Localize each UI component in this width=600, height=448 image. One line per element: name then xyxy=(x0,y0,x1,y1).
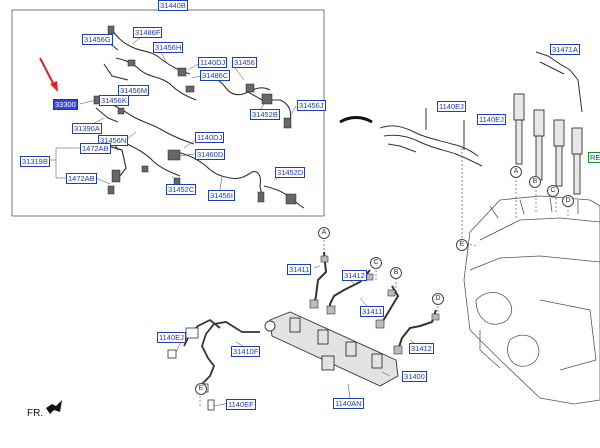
part-label-31456J[interactable]: 31456J xyxy=(297,100,326,111)
part-label-1140AN[interactable]: 1140AN xyxy=(333,398,364,409)
part-label-31400[interactable]: 31400 xyxy=(402,371,427,382)
part-label-31456K[interactable]: 31456K xyxy=(99,95,129,106)
part-label-33300-selected[interactable]: 33300 xyxy=(53,99,78,110)
circle-ref-b-low: B xyxy=(390,267,402,279)
part-label-31456N[interactable]: 31456N xyxy=(98,135,129,146)
part-label-1140EJ-low[interactable]: 1140EJ xyxy=(157,332,186,343)
harness-pointer xyxy=(339,116,373,124)
circle-ref-a: A xyxy=(510,166,522,178)
circle-ref-d: D xyxy=(562,195,574,207)
part-label-31319B[interactable]: 31319B xyxy=(20,156,50,167)
part-label-31411-2[interactable]: 31411 xyxy=(360,306,385,317)
part-label-31456[interactable]: 31456 xyxy=(232,57,257,68)
part-label-31452C[interactable]: 31452C xyxy=(166,184,197,195)
part-label-1140EF[interactable]: 1140EF xyxy=(226,399,256,410)
part-label-31486F[interactable]: 31486F xyxy=(133,27,163,38)
injector-set xyxy=(513,93,583,195)
pipe-nuts xyxy=(309,255,440,355)
part-label-ref[interactable]: RE xyxy=(588,152,600,163)
circle-ref-d-low: D xyxy=(432,293,444,305)
part-label-31456H[interactable]: 31456H xyxy=(153,42,184,53)
detail-leader-lines xyxy=(50,37,297,191)
part-label-31412[interactable]: 31412 xyxy=(342,270,367,281)
circle-ref-e: E xyxy=(456,239,468,251)
engine-block xyxy=(463,195,600,405)
part-label-31390A[interactable]: 31390A xyxy=(72,123,102,134)
reference-dashes xyxy=(199,148,569,408)
part-label-31456M[interactable]: 31456M xyxy=(118,85,150,96)
circle-ref-c-low: C xyxy=(370,257,382,269)
part-label-1472AB-2[interactable]: 1472AB xyxy=(66,173,97,184)
upper-harness xyxy=(379,108,483,167)
circle-ref-a-low: A xyxy=(318,227,330,239)
part-label-31410F[interactable]: 31410F xyxy=(231,346,261,357)
part-label-1140EJ-top-2[interactable]: 1140EJ xyxy=(477,114,506,125)
part-label-31471A[interactable]: 31471A xyxy=(550,44,580,55)
common-rail xyxy=(264,311,399,387)
part-label-31412-2[interactable]: 31412 xyxy=(409,343,434,354)
part-label-1140EJ-top[interactable]: 1140EJ xyxy=(437,101,466,112)
part-label-1472AB[interactable]: 1472AB xyxy=(80,143,111,154)
front-arrow-icon xyxy=(46,400,62,414)
part-label-31486C[interactable]: 31486C xyxy=(200,70,231,81)
part-label-1140DJ-2[interactable]: 1140DJ xyxy=(195,132,225,143)
part-label-31452D[interactable]: 31452D xyxy=(275,167,306,178)
part-label-31411[interactable]: 31411 xyxy=(287,264,312,275)
part-label-31460D[interactable]: 31460D xyxy=(195,149,226,160)
circle-ref-c: C xyxy=(547,185,559,197)
pointer-arrow-icon xyxy=(39,57,58,92)
part-label-31456I[interactable]: 31456I xyxy=(208,190,235,201)
part-label-31456G[interactable]: 31456G xyxy=(82,34,113,45)
front-direction-label: FR. xyxy=(27,408,44,419)
part-label-31440B[interactable]: 31440B xyxy=(158,0,188,11)
leak-off-line xyxy=(535,51,583,113)
circle-ref-b: B xyxy=(529,176,541,188)
part-label-1140DJ[interactable]: 1140DJ xyxy=(198,57,228,68)
part-label-31452B[interactable]: 31452B xyxy=(250,109,280,120)
circle-ref-e-low: E xyxy=(195,383,207,395)
